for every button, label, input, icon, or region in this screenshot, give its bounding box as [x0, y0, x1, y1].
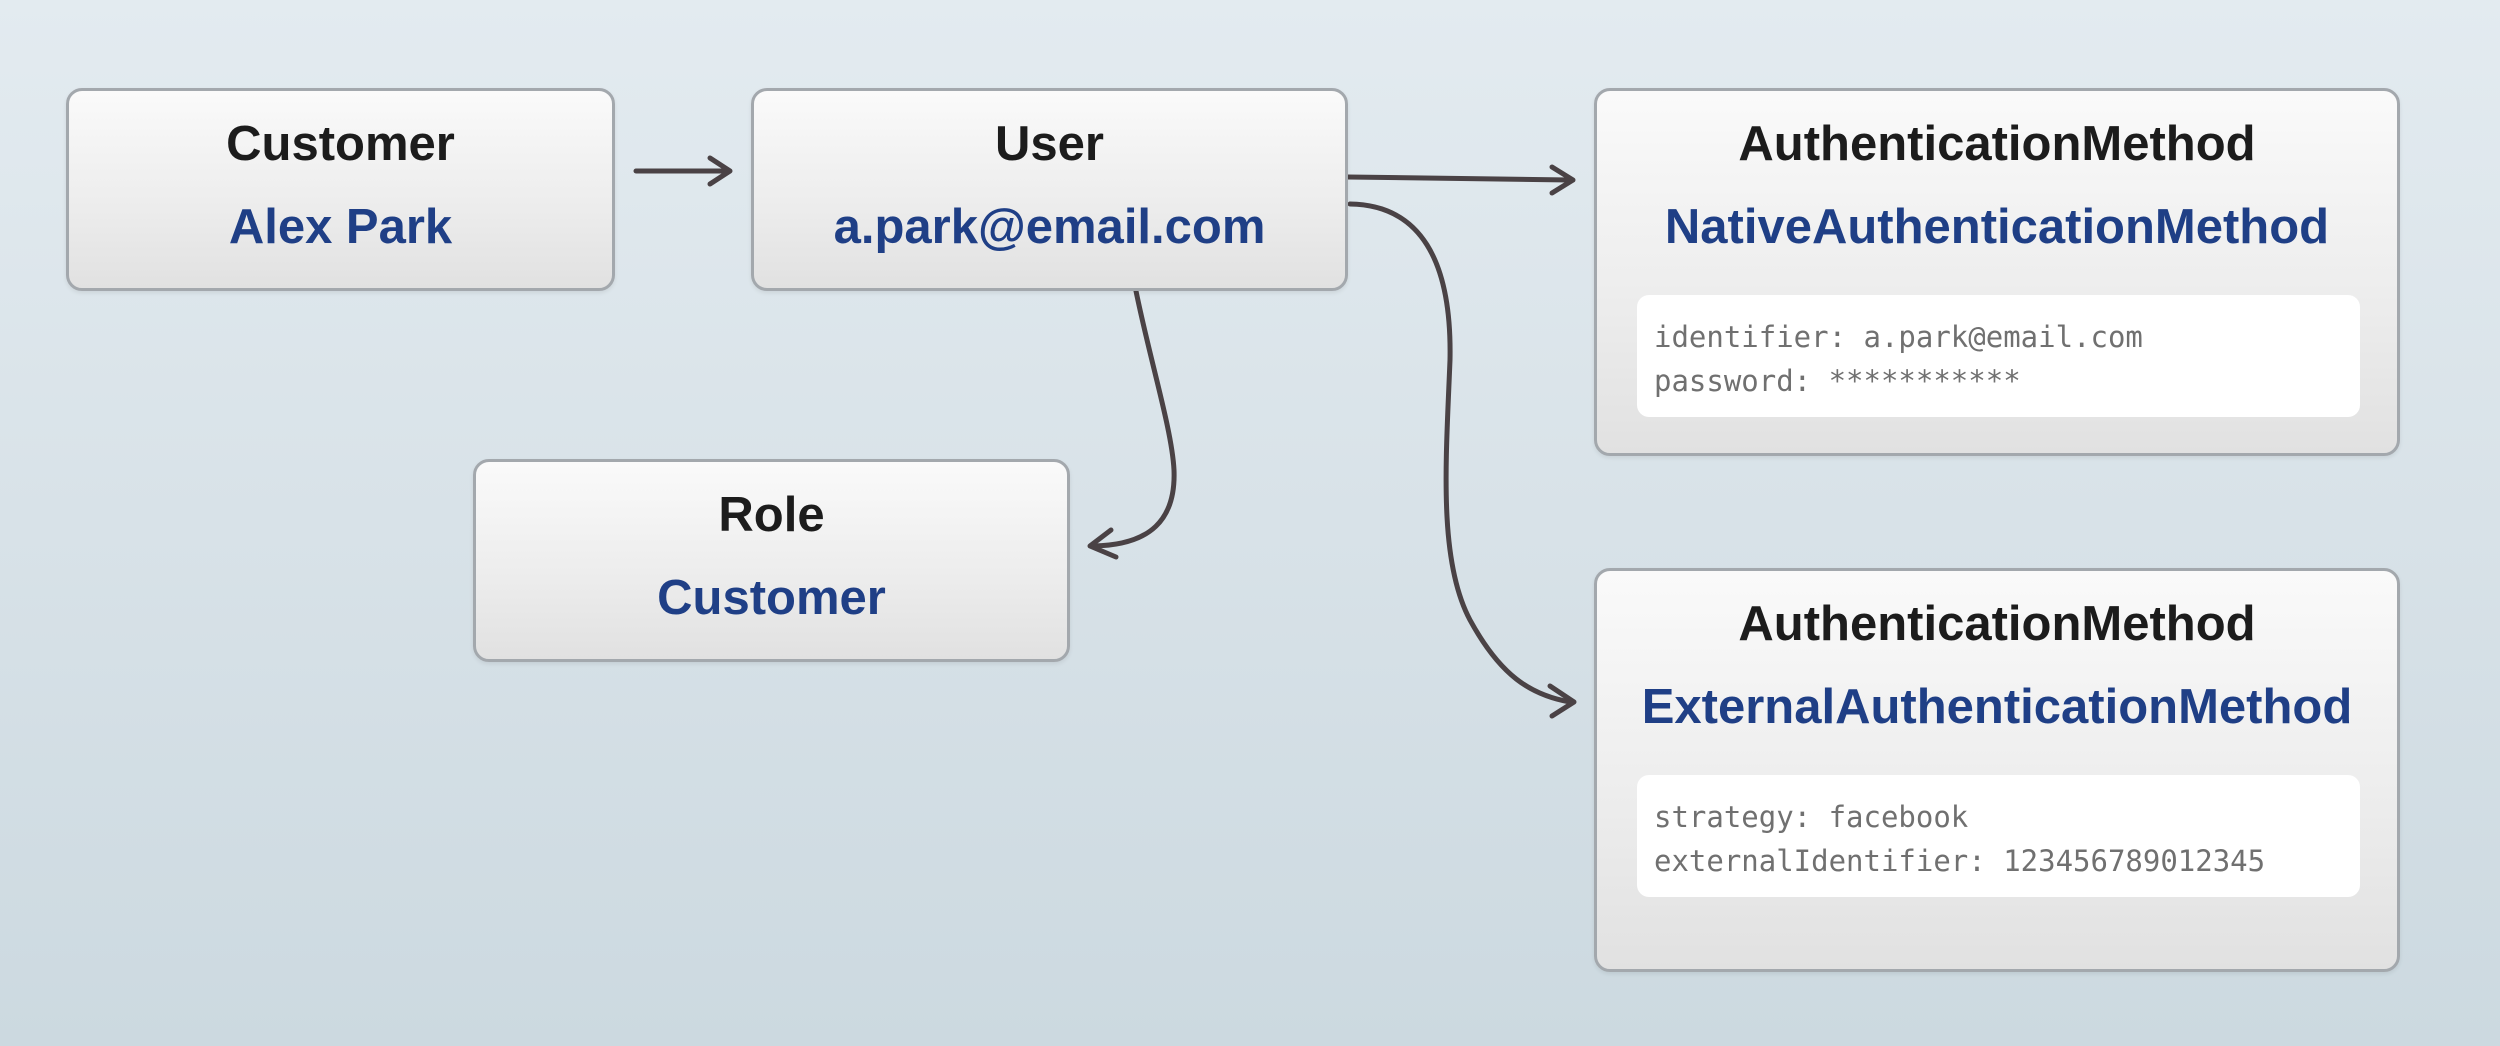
external-auth-node: AuthenticationMethod ExternalAuthenticat…	[1594, 568, 2400, 972]
role-node: Role Customer	[473, 459, 1070, 662]
role-node-title: Role	[718, 488, 825, 542]
external-auth-node-value: ExternalAuthenticationMethod	[1641, 680, 2353, 734]
user-node-value: a.park@email.com	[833, 200, 1266, 254]
native-auth-node: AuthenticationMethod NativeAuthenticatio…	[1594, 88, 2400, 456]
native-auth-node-title: AuthenticationMethod	[1738, 117, 2256, 171]
arrow-user-to-native-auth	[1345, 164, 1576, 196]
native-auth-password: password: ***********	[1654, 364, 2021, 398]
customer-node-value: Alex Park	[228, 200, 453, 254]
native-auth-details: identifier: a.park@email.com password: *…	[1637, 295, 2360, 417]
user-node: User a.park@email.com	[751, 88, 1348, 291]
arrow-customer-to-user	[633, 155, 733, 187]
arrow-user-to-external-auth	[1347, 201, 1577, 719]
customer-node: Customer Alex Park	[66, 88, 615, 291]
user-node-title: User	[995, 117, 1104, 171]
native-auth-identifier: identifier: a.park@email.com	[1654, 320, 2143, 354]
arrow-user-to-role	[1087, 288, 1177, 560]
role-node-value: Customer	[657, 571, 886, 625]
external-auth-node-title: AuthenticationMethod	[1738, 597, 2256, 651]
customer-node-title: Customer	[226, 117, 455, 171]
native-auth-node-value: NativeAuthenticationMethod	[1664, 200, 2330, 254]
external-auth-identifier: externalIdentifier: 123456789012345	[1654, 844, 2266, 878]
external-auth-details: strategy: facebook externalIdentifier: 1…	[1637, 775, 2360, 897]
external-auth-strategy: strategy: facebook	[1654, 800, 1969, 834]
